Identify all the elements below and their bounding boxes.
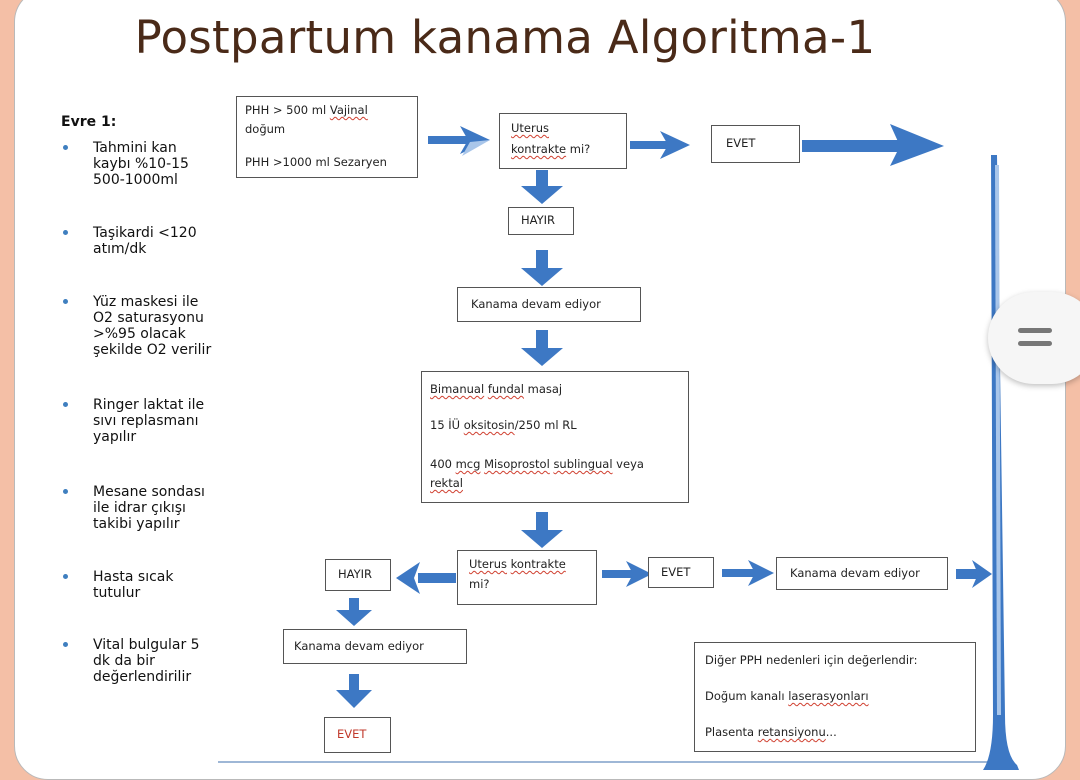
arrow-q2-left	[396, 562, 456, 594]
menu-handle-icon	[1018, 328, 1052, 333]
treatment-line-1: Bimanual fundal masaj	[430, 382, 563, 396]
bullet-text: Mesane sondası ile idrar çıkışı takibi y…	[93, 484, 205, 532]
start-line-3: PHH >1000 ml Sezaryen	[245, 155, 387, 169]
other-causes-box: Diğer PPH nedenleri için değerlendir: Do…	[694, 642, 976, 752]
bullet-dot-icon	[63, 574, 68, 579]
arrow-bleed-down	[521, 330, 563, 366]
bleeding2-label: Kanama devam ediyor	[790, 566, 920, 580]
bullet-text: Taşikardi <120 atım/dk	[93, 225, 197, 257]
hayir-box: HAYIR	[508, 207, 574, 235]
hayir2-label: HAYIR	[338, 567, 373, 581]
question-uterus-box-2: Uterus kontrakte mi?	[457, 550, 597, 605]
stage-heading: Evre 1:	[61, 114, 117, 130]
bleeding-box-2: Kanama devam ediyor	[776, 557, 948, 590]
bullet-dot-icon	[63, 642, 68, 647]
arrow-hayir-down	[521, 250, 563, 286]
evet-box-2: EVET	[648, 557, 714, 588]
start-line-2: doğum	[245, 122, 286, 136]
evet-label: EVET	[726, 136, 756, 150]
bullet-text: Tahmini kan kaybı %10-15 500-1000ml	[93, 140, 189, 188]
arrow-evet2-right	[722, 560, 774, 586]
bullet-dot-icon	[63, 402, 68, 407]
other-line-3: Plasenta retansiyonu...	[705, 725, 837, 739]
hayir-label: HAYIR	[521, 213, 556, 227]
arrow-bleed3-down	[336, 674, 372, 708]
arrow-bleed2-right	[956, 560, 992, 588]
question-line-2: kontrakte mi?	[511, 142, 591, 156]
bullet-text: Vital bulgular 5 dk da bir değerlendiril…	[93, 637, 200, 685]
arrow-evet-long	[802, 124, 944, 166]
bullet-dot-icon	[63, 230, 68, 235]
treatment-line-3: 400 mcg Misoprostol sublingual veya	[430, 457, 644, 471]
start-box: PHH > 500 ml Vajinal doğum PHH >1000 ml …	[236, 96, 418, 178]
bullet-dot-icon	[63, 489, 68, 494]
bleeding-label: Kanama devam ediyor	[471, 297, 601, 311]
arrow-q1-down	[521, 170, 563, 204]
bullet-dot-icon	[63, 299, 68, 304]
other-line-1: Diğer PPH nedenleri için değerlendir:	[705, 653, 918, 667]
bleeding-box-3: Kanama devam ediyor	[283, 629, 467, 664]
bullet-dot-icon	[63, 145, 68, 150]
question-uterus-box: Uterus kontrakte mi?	[499, 113, 627, 169]
arrow-q1-to-evet	[630, 131, 690, 159]
menu-handle-icon-bar	[1018, 341, 1052, 346]
treatment-box: Bimanual fundal masaj 15 İÜ oksitosin/25…	[421, 371, 689, 503]
bullet-text: Yüz maskesi ile O2 saturasyonu >%95 olac…	[93, 294, 212, 358]
question2-line-2: mi?	[469, 577, 490, 591]
arrow-q2-right	[602, 561, 652, 587]
arrow-hayir2-down	[336, 598, 372, 626]
slide-title: Postpartum kanama Algoritma-1	[134, 11, 876, 64]
evet3-label: EVET	[337, 727, 367, 741]
hayir-box-2: HAYIR	[325, 559, 391, 591]
bullet-text: Hasta sıcak tutulur	[93, 569, 174, 601]
start-line-1: PHH > 500 ml Vajinal	[245, 103, 368, 117]
right-connector-shape	[983, 155, 1019, 770]
evet2-label: EVET	[661, 565, 691, 579]
treatment-line-4: rektal	[430, 476, 463, 490]
other-line-2: Doğum kanalı laserasyonları	[705, 689, 869, 703]
bullet-text: Ringer laktat ile sıvı replasmanı yapılı…	[93, 397, 205, 445]
evet-box: EVET	[711, 125, 800, 163]
arrow-start-to-q1	[428, 126, 490, 156]
bleeding-box: Kanama devam ediyor	[457, 287, 641, 322]
bleeding3-label: Kanama devam ediyor	[294, 639, 424, 653]
question2-line-1: Uterus kontrakte	[469, 557, 566, 571]
flow-arrows	[218, 124, 1000, 763]
arrow-treat-down	[521, 512, 563, 548]
treatment-line-2: 15 İÜ oksitosin/250 ml RL	[430, 418, 577, 432]
question-line-1: Uterus	[511, 121, 550, 135]
side-handle[interactable]	[988, 292, 1080, 384]
evet-box-3: EVET	[324, 717, 391, 753]
